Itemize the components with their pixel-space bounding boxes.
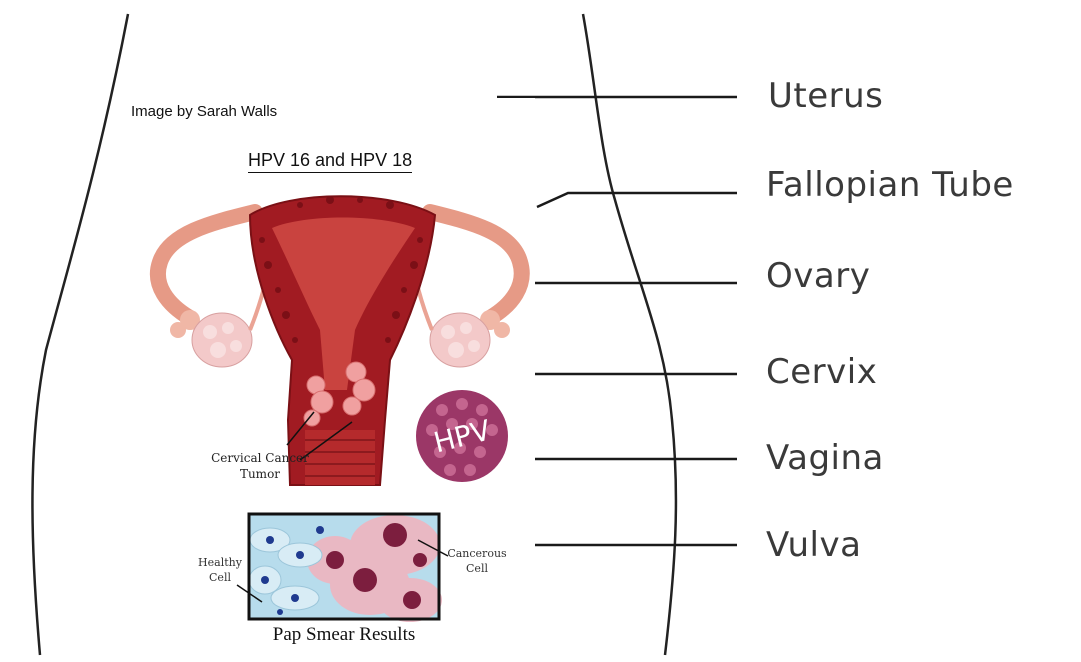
label-vagina: Vagina	[766, 438, 884, 478]
leader-line-fallopian-tube	[537, 193, 737, 207]
ovary-left	[192, 313, 252, 367]
cancerous-label-line1: Cancerous	[447, 547, 507, 560]
tumor-label-line2: Tumor	[240, 467, 280, 481]
label-fallopian-tube: Fallopian Tube	[766, 165, 1014, 205]
cancerous-label-line2: Cell	[466, 562, 488, 575]
label-cervix: Cervix	[766, 352, 877, 392]
pap-caption: Pap Smear Results	[273, 624, 416, 645]
image-credit: Image by Sarah Walls	[131, 103, 277, 120]
healthy-label-line1: Healthy	[198, 556, 243, 569]
pap-smear-panel	[237, 514, 448, 622]
label-vulva: Vulva	[766, 525, 861, 565]
diagram-title: HPV 16 and HPV 18	[248, 150, 412, 173]
healthy-label-line2: Cell	[209, 571, 231, 584]
label-ovary: Ovary	[766, 256, 870, 296]
body-outline-left	[32, 14, 128, 655]
ovary-right	[430, 313, 490, 367]
label-uterus: Uterus	[768, 76, 883, 116]
body-outline-right	[583, 14, 676, 655]
tumor-label-line1: Cervical Cancer	[211, 451, 309, 465]
